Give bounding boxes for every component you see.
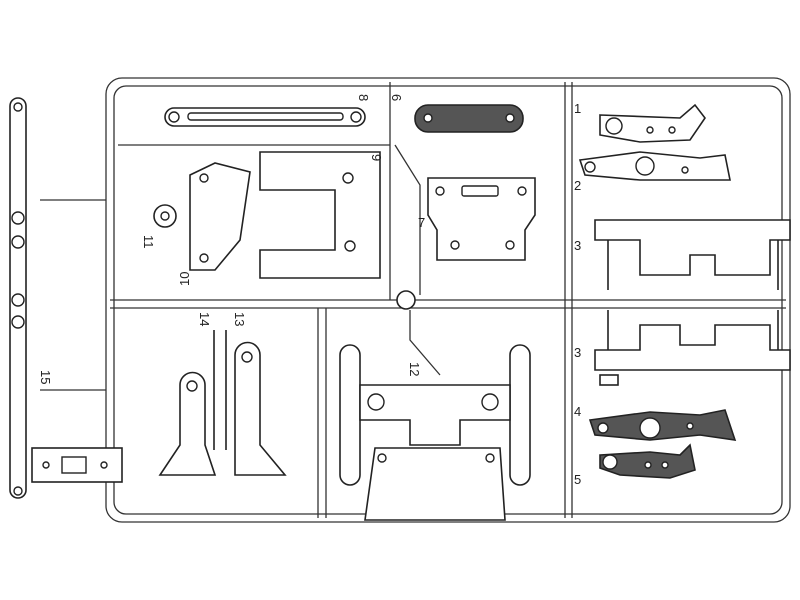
part-3-upper-bracket (594, 219, 791, 290)
label-part-3-lower: 3 (574, 345, 581, 360)
label-part-5: 5 (574, 472, 581, 487)
part-2-arm (578, 151, 731, 181)
label-part-11: 11 (141, 235, 156, 249)
part-1-arm (599, 103, 706, 143)
label-part-9: 9 (369, 154, 384, 161)
label-part-3-upper: 3 (574, 238, 581, 253)
part-11-washer (153, 204, 177, 228)
label-part-14: 14 (197, 312, 212, 326)
label-part-7: 7 (418, 215, 425, 230)
runner-frame (40, 77, 791, 523)
label-part-8: 8 (356, 94, 371, 101)
label-part-10: 10 (177, 272, 192, 286)
label-part-13: 13 (232, 312, 247, 326)
part-number-labels: 1 2 3 3 4 5 6 7 8 9 10 11 12 13 14 15 (38, 94, 581, 487)
label-part-15: 15 (38, 370, 53, 384)
part-12-plate (339, 344, 531, 521)
label-part-12: 12 (407, 362, 422, 376)
part-6-plate (414, 104, 524, 133)
part-3-lower-bracket (594, 310, 791, 386)
part-5-arm (599, 443, 696, 479)
part-8-link (164, 107, 366, 127)
part-9-bracket (189, 151, 381, 279)
label-part-4: 4 (574, 404, 581, 419)
part-15-rod (9, 97, 123, 499)
part-14-13-arms (158, 330, 287, 476)
part-7-plate (427, 177, 536, 261)
part-4-arm (588, 409, 737, 441)
label-part-2: 2 (574, 178, 581, 193)
label-part-6: 6 (389, 94, 404, 101)
label-part-1: 1 (574, 101, 581, 116)
